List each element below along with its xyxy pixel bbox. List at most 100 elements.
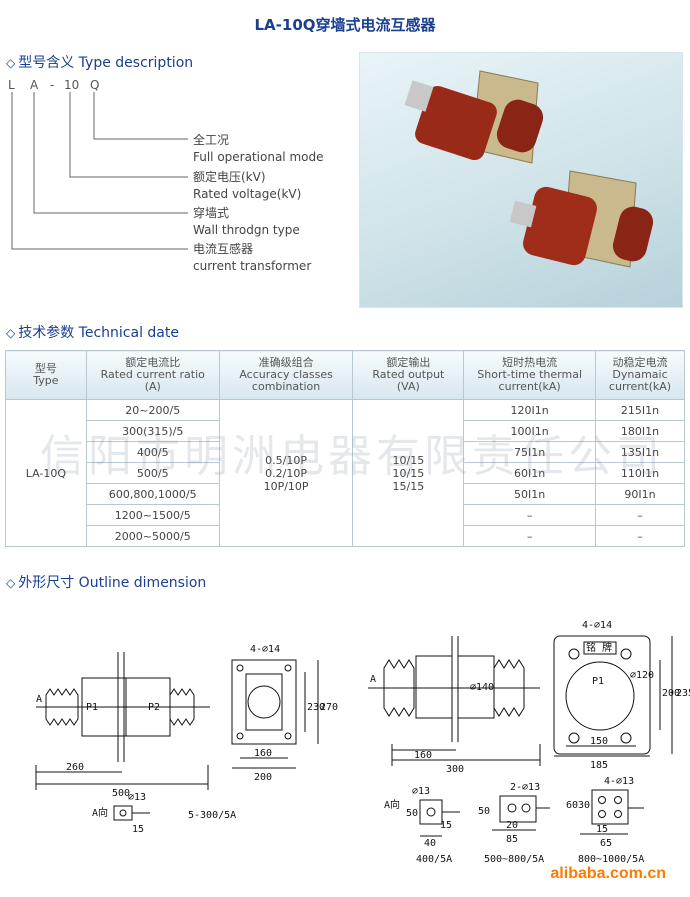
dim-label: 200 — [662, 688, 680, 699]
dim-label: 30 — [578, 800, 590, 811]
meaning-2: 额定电压(kV)Rated voltage(kV) — [193, 170, 302, 201]
dim-label: 160 — [414, 750, 432, 761]
dim-label: 4-⌀13 — [604, 776, 634, 787]
dynamic-cell: 180I1n — [595, 420, 685, 442]
dim-label: 40 — [424, 838, 436, 849]
dim-label: 60 — [566, 800, 578, 811]
thermal-cell: – — [463, 525, 597, 547]
dim-label: ⌀13 — [412, 786, 430, 797]
dim-label: 270 — [320, 702, 338, 713]
dim-label: ⌀13 — [128, 792, 146, 803]
diamond-icon: ◇ — [6, 576, 16, 590]
table-row: 300(315)/5 100I1n 180I1n — [6, 420, 685, 442]
thermal-cell: 120I1n — [463, 399, 597, 421]
dim-label: 300 — [446, 764, 464, 775]
dim-label: A向 — [92, 806, 108, 819]
dim-label: ⌀120 — [630, 670, 654, 681]
code-leader-lines — [11, 92, 188, 250]
ratio-cell: 600,800,1000/5 — [85, 483, 220, 505]
dynamic-cell: 215I1n — [595, 399, 685, 421]
dynamic-cell: 90I1n — [595, 483, 685, 505]
section-technical: ◇技术参数 Technical date — [6, 322, 179, 342]
dim-label: 5-300/5A — [188, 810, 236, 821]
thermal-cell: 60I1n — [463, 462, 597, 484]
dim-label: 500~800/5A — [484, 854, 544, 865]
dim-label: 15 — [596, 824, 608, 835]
table-row: 500/5 60I1n 110I1n — [6, 462, 685, 484]
dim-label: 15 — [440, 820, 452, 831]
dim-label: 4-⌀14 — [582, 620, 612, 631]
dim-label: 235 — [676, 688, 690, 699]
section-type-description: ◇型号含义 Type description — [6, 52, 193, 72]
dim-label: P1 — [592, 676, 604, 687]
page-title: LA-10Q穿墙式电流互感器 — [254, 16, 436, 34]
type-cell: LA-10Q — [5, 399, 87, 547]
dim-label: 50 — [406, 808, 418, 819]
code-char: 10 — [64, 78, 80, 92]
dynamic-cell: – — [595, 525, 685, 547]
code-char: - — [50, 78, 55, 92]
section-outline: ◇外形尺寸 Outline dimension — [6, 572, 206, 592]
outline-drawings: 260 500 P1 P2 A 4-⌀14 230 270 160 200 ⌀1… — [35, 620, 690, 865]
thermal-cell: 50I1n — [463, 483, 597, 505]
table-row: 1200~1500/5 – – — [6, 504, 685, 526]
company-watermark: 信阳市明洲电器有限责任公司 — [40, 431, 664, 482]
table-row: 400/5 75I1n 135I1n — [6, 441, 685, 463]
dim-label: 4-⌀14 — [250, 644, 280, 655]
table-row: 2000~5000/5 – – — [6, 525, 685, 547]
dim-label: 185 — [590, 760, 608, 771]
dim-label: 260 — [66, 762, 84, 773]
dim-label: A — [370, 674, 376, 685]
dim-label: 500 — [112, 788, 130, 799]
dim-label: 50 — [478, 806, 490, 817]
dim-label: 15 — [132, 824, 144, 835]
code-char: A — [30, 78, 39, 92]
section-label: 技术参数 Technical date — [18, 325, 179, 341]
table-row: 600,800,1000/5 50I1n 90I1n — [6, 483, 685, 505]
dim-label: 85 — [506, 834, 518, 845]
dim-label: ⌀140 — [470, 682, 494, 693]
product-photo — [359, 52, 683, 308]
code-char: Q — [90, 78, 100, 92]
ratio-cell: 20~200/5 — [85, 399, 220, 421]
dim-label: 150 — [590, 736, 608, 747]
ratio-cell: 2000~5000/5 — [85, 525, 220, 547]
dim-label: 160 — [254, 748, 272, 759]
diamond-icon: ◇ — [6, 56, 16, 70]
dim-label: 230 — [307, 702, 325, 713]
ratio-cell: 1200~1500/5 — [85, 504, 220, 526]
thermal-cell: – — [463, 504, 597, 526]
dynamic-cell: 110I1n — [595, 462, 685, 484]
section-label: 型号含义 Type description — [18, 55, 194, 71]
diamond-icon: ◇ — [6, 326, 16, 340]
dim-label: 铭 牌 — [586, 641, 612, 654]
code-char: L — [8, 78, 15, 92]
dim-label: P1 — [86, 702, 98, 713]
dim-label: 65 — [600, 838, 612, 849]
ratio-cell: 400/5 — [85, 441, 220, 463]
dim-label: 20 — [506, 820, 518, 831]
transformer-illustration — [404, 70, 654, 268]
dim-label: 400/5A — [416, 854, 452, 865]
dim-label: P2 — [148, 702, 160, 713]
dim-label: 800~1000/5A — [578, 854, 644, 865]
dim-label: 2-⌀13 — [510, 782, 540, 793]
dim-label: 200 — [254, 772, 272, 783]
section-label: 外形尺寸 Outline dimension — [18, 575, 207, 591]
dim-label: A — [36, 694, 42, 705]
brand-watermark: alibaba.com.cn — [550, 865, 666, 882]
